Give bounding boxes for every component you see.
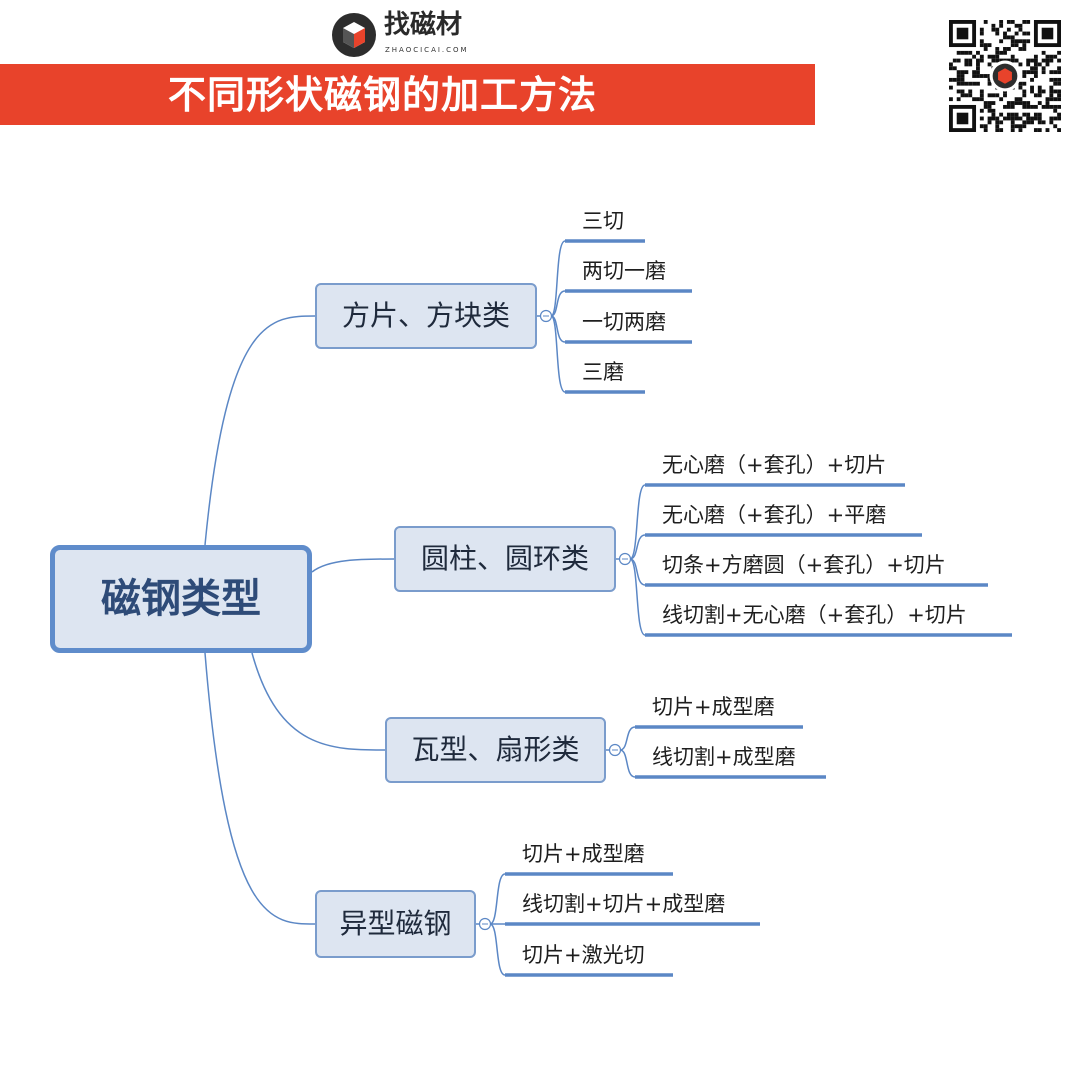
root-node[interactable]: 磁钢类型 [50,545,312,653]
leaf-item[interactable]: 切条+方磨圆（+套孔）+切片 [662,553,946,577]
branch-connector [311,558,395,573]
branch-node[interactable]: 瓦型、扇形类 [385,717,606,783]
logo-domain: ZHAOCICAI.COM [385,46,469,54]
page-title: 不同形状磁钢的加工方法 [168,73,598,117]
leaf-item[interactable]: 无心磨（+套孔）+平磨 [662,503,887,527]
leaf-item[interactable]: 三切 [582,209,624,233]
branch-node[interactable]: 方片、方块类 [315,283,537,349]
leaf-item[interactable]: 线切割+成型磨 [652,745,796,769]
title-banner [0,64,815,125]
branch-connector [251,652,386,751]
branch-node[interactable]: 异型磁钢 [315,890,476,958]
leaf-item[interactable]: 切片+成型磨 [652,695,775,719]
leaf-connector [629,484,646,560]
branch-connector [204,652,316,925]
leaf-item[interactable]: 一切两磨 [582,310,666,334]
leaf-item[interactable]: 三磨 [582,360,624,384]
leaf-connector [629,534,646,560]
leaf-connector [550,290,566,317]
leaf-connector [550,315,566,393]
leaf-connector [489,923,506,976]
branch-node[interactable]: 圆柱、圆环类 [394,526,616,592]
leaf-item[interactable]: 无心磨（+套孔）+切片 [662,453,887,477]
leaf-connector [489,873,506,925]
leaf-item[interactable]: 线切割+切片+成型磨 [522,892,726,916]
logo-icon [331,12,377,58]
leaf-connector [619,726,636,751]
leaf-item[interactable]: 切片+激光切 [522,943,645,967]
qr-code [948,20,1062,132]
leaf-connector [629,558,646,636]
leaf-item[interactable]: 线切割+无心磨（+套孔）+切片 [662,603,967,627]
leaf-connector [550,240,566,317]
branch-connector [204,315,316,546]
leaf-connector [619,749,636,778]
leaf-item[interactable]: 两切一磨 [582,259,666,283]
logo-name: 找磁材 [384,10,463,40]
leaf-item[interactable]: 切片+成型磨 [522,842,645,866]
